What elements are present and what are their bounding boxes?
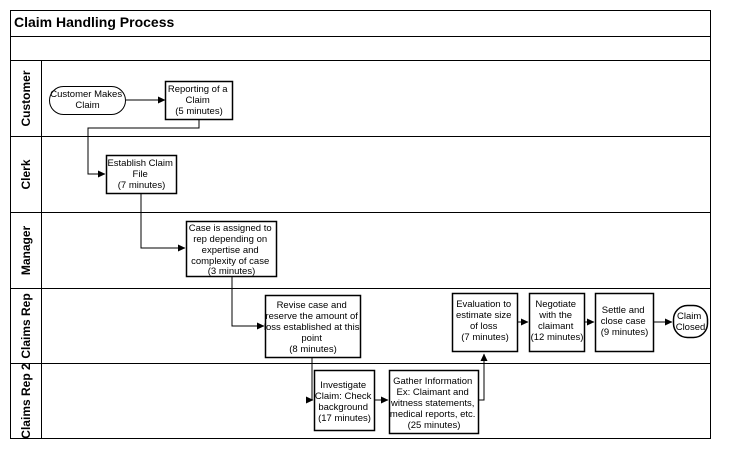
node-text-line: Customer Makes	[50, 89, 122, 100]
node-text-line: Claim	[677, 311, 701, 322]
node-negotiate: Negotiate with the claimant (12 minutes)	[528, 292, 586, 353]
node-text-line: Claim	[186, 95, 210, 106]
node-text-line: (8 minutes)	[289, 344, 337, 355]
svg-text:Customer Makes Claim: Customer Makes Claim	[50, 89, 124, 111]
node-text-line: Reporting of a	[168, 84, 228, 95]
connector-revise-to-investigate	[306, 358, 314, 404]
process-box	[528, 292, 586, 353]
node-text-line: point	[301, 333, 322, 344]
node-text-line: Investigate	[320, 380, 366, 391]
node-text-line: (17 minutes)	[318, 413, 371, 424]
connector-case-to-revise	[231, 276, 265, 330]
node-text-line: with the	[538, 310, 572, 321]
lane-label-customer: Customer	[19, 70, 33, 126]
process-box	[313, 369, 376, 432]
node-text-line: loss established at this	[264, 322, 360, 333]
node-text-line: Claim	[75, 100, 99, 111]
node-claim-closed: Claim Closed	[672, 304, 709, 339]
node-text-line: Establish Claim	[107, 158, 173, 169]
lane-label-claims-rep-2: Claims Rep 2	[19, 363, 33, 439]
node-text-line: Ex: Claimant and	[397, 387, 469, 398]
svg-text:Case is assigned to rep: Case is assigned to rep depending on exp…	[189, 223, 275, 277]
node-text-line: Gather Information	[393, 376, 472, 387]
node-establish-claim-file: Establish Claim File (7 minutes)	[105, 154, 178, 195]
connector-establish-to-case	[140, 193, 186, 252]
node-text-line: (9 minutes)	[601, 327, 649, 338]
lane-label-manager: Manager	[19, 226, 33, 276]
node-text-line: File	[133, 169, 148, 180]
node-text-line: reserve the amount of	[265, 311, 358, 322]
node-reporting-of-claim: Reporting of a Claim (5 minutes)	[164, 80, 234, 121]
diagram-title: Claim Handling Process	[14, 14, 174, 30]
node-text-line: (7 minutes)	[461, 332, 509, 343]
node-settle-close: Settle and close case (9 minutes)	[594, 292, 655, 353]
svg-text:Establish Claim File: Establish Claim File (7 minutes)	[107, 158, 175, 191]
process-box	[164, 80, 234, 121]
node-text-line: Claim: Check	[315, 391, 372, 402]
node-text-line: (3 minutes)	[208, 266, 256, 277]
node-text-line: of loss	[470, 321, 498, 332]
node-text-line: medical reports, etc.	[390, 409, 476, 420]
node-text-line: background	[318, 402, 368, 413]
node-text-line: expertise and	[202, 245, 259, 256]
lane-label-clerk: Clerk	[19, 159, 33, 189]
node-investigate-claim: Investigate Claim: Check background (17 …	[313, 369, 376, 432]
lane-label-claims-rep: Claims Rep	[19, 293, 33, 358]
svg-text:Negotiate with the: Negotiate with the claimant (12 minutes)	[531, 299, 584, 343]
process-box	[105, 154, 178, 195]
connectors	[87, 96, 673, 404]
terminator-shape	[672, 304, 709, 339]
process-box	[388, 369, 480, 435]
terminator-shape	[49, 86, 126, 115]
node-text-line: Closed	[676, 322, 706, 333]
node-text-line: (7 minutes)	[118, 180, 166, 191]
svg-text:Claim Closed: Claim Closed	[676, 311, 706, 333]
svg-text:Gather Information Ex: C: Gather Information Ex: Claimant and witn…	[390, 376, 478, 431]
svg-text:Investigate Claim: Check: Investigate Claim: Check background (17 …	[315, 380, 374, 424]
node-text-line: Negotiate	[535, 299, 576, 310]
node-text-line: complexity of case	[191, 256, 269, 267]
node-text-line: rep depending on	[193, 234, 267, 245]
node-text-line: (5 minutes)	[175, 106, 223, 117]
process-box	[185, 220, 278, 278]
svg-text:Evaluation to estimate s: Evaluation to estimate size of loss (7 m…	[456, 299, 514, 343]
node-text-line: claimant	[538, 321, 574, 332]
node-case-assigned: Case is assigned to rep depending on exp…	[185, 220, 278, 278]
node-text-line: Revise case and	[277, 300, 347, 311]
node-text-line: estimate size	[456, 310, 511, 321]
diagram-frame	[10, 10, 711, 439]
process-box	[594, 292, 655, 353]
node-customer-makes-claim: Customer Makes Claim	[49, 86, 126, 115]
process-box	[264, 294, 362, 359]
connector-reporting-to-establish	[87, 119, 200, 178]
svg-text:Settle and close case: Settle and close case (9 minutes)	[601, 305, 649, 338]
node-text-line: Case is assigned to	[189, 223, 272, 234]
connector-gather-to-evaluation	[478, 353, 488, 401]
node-revise-case: Revise case and reserve the amount of lo…	[264, 294, 362, 359]
node-text-line: Settle and	[602, 305, 645, 316]
node-evaluation: Evaluation to estimate size of loss (7 m…	[451, 292, 519, 353]
node-text-line: witness statements,	[390, 398, 474, 409]
node-text-line: (12 minutes)	[531, 332, 584, 343]
process-box	[451, 292, 519, 353]
node-text-line: (25 minutes)	[408, 420, 461, 431]
svg-text:Reporting of a Claim: Reporting of a Claim (5 minutes)	[168, 84, 230, 117]
node-text-line: Evaluation to	[456, 299, 511, 310]
node-gather-information: Gather Information Ex: Claimant and witn…	[388, 369, 480, 435]
svg-text:Revise case and reserve: Revise case and reserve the amount of lo…	[264, 300, 362, 355]
node-text-line: close case	[601, 316, 646, 327]
